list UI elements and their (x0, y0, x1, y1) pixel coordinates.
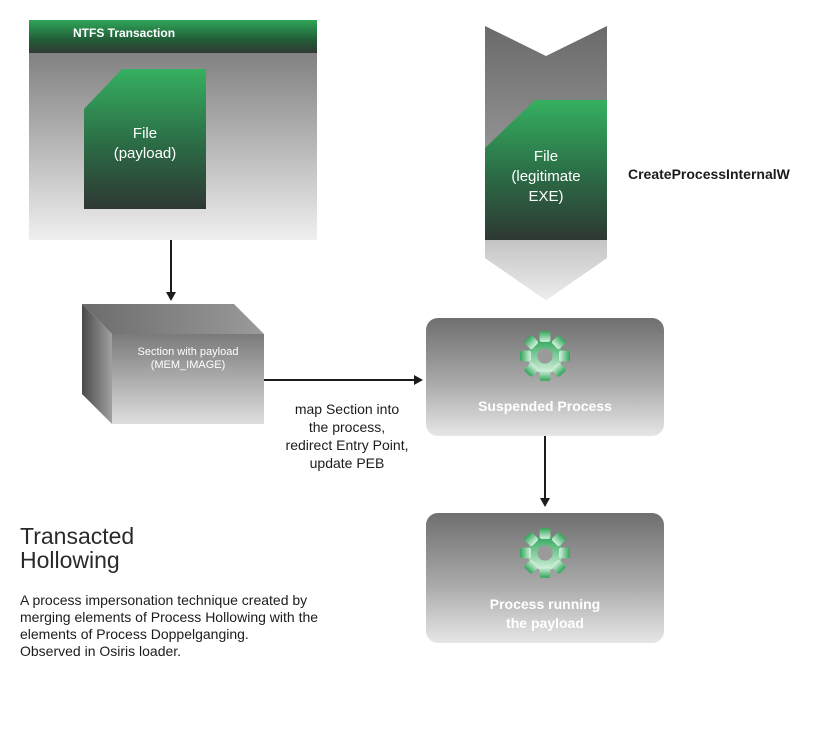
arrow-suspended-to-running (544, 436, 546, 498)
map-section-label: map Section into the process, redirect E… (285, 401, 409, 471)
gear-icon (520, 528, 570, 578)
arrow-section-to-process (264, 379, 416, 381)
payload-file-label: File (payload) (113, 125, 177, 162)
suspended-process-box: Suspended Process (426, 318, 664, 436)
page-title: Transacted Hollowing (20, 523, 135, 573)
arrow-head-down (166, 292, 176, 301)
create-process-api-label: CreateProcessInternalW (628, 166, 790, 182)
ntfs-transaction-header: NTFS Transaction (29, 20, 317, 53)
section-label: Section with payload (MEM_IMAGE) (137, 346, 239, 371)
arrow-head-down (540, 498, 550, 507)
arrow-ntfs-to-section (170, 240, 172, 292)
gear-icon (520, 331, 570, 381)
section-cube (82, 304, 264, 424)
suspended-process-label: Suspended Process (478, 398, 612, 414)
running-process-label: Process running the payload (489, 596, 601, 631)
legit-exe-chevron (485, 26, 607, 300)
ntfs-transaction-box: NTFS Transaction File (payload) (29, 20, 317, 240)
legit-file-label: File (legitimate EXE) (511, 148, 581, 205)
arrow-head-right (414, 375, 423, 385)
running-process-box: Process running the payload (426, 513, 664, 643)
ntfs-transaction-title: NTFS Transaction (73, 26, 176, 40)
description-text: A process impersonation technique create… (20, 592, 319, 659)
payload-file-icon (84, 69, 206, 209)
